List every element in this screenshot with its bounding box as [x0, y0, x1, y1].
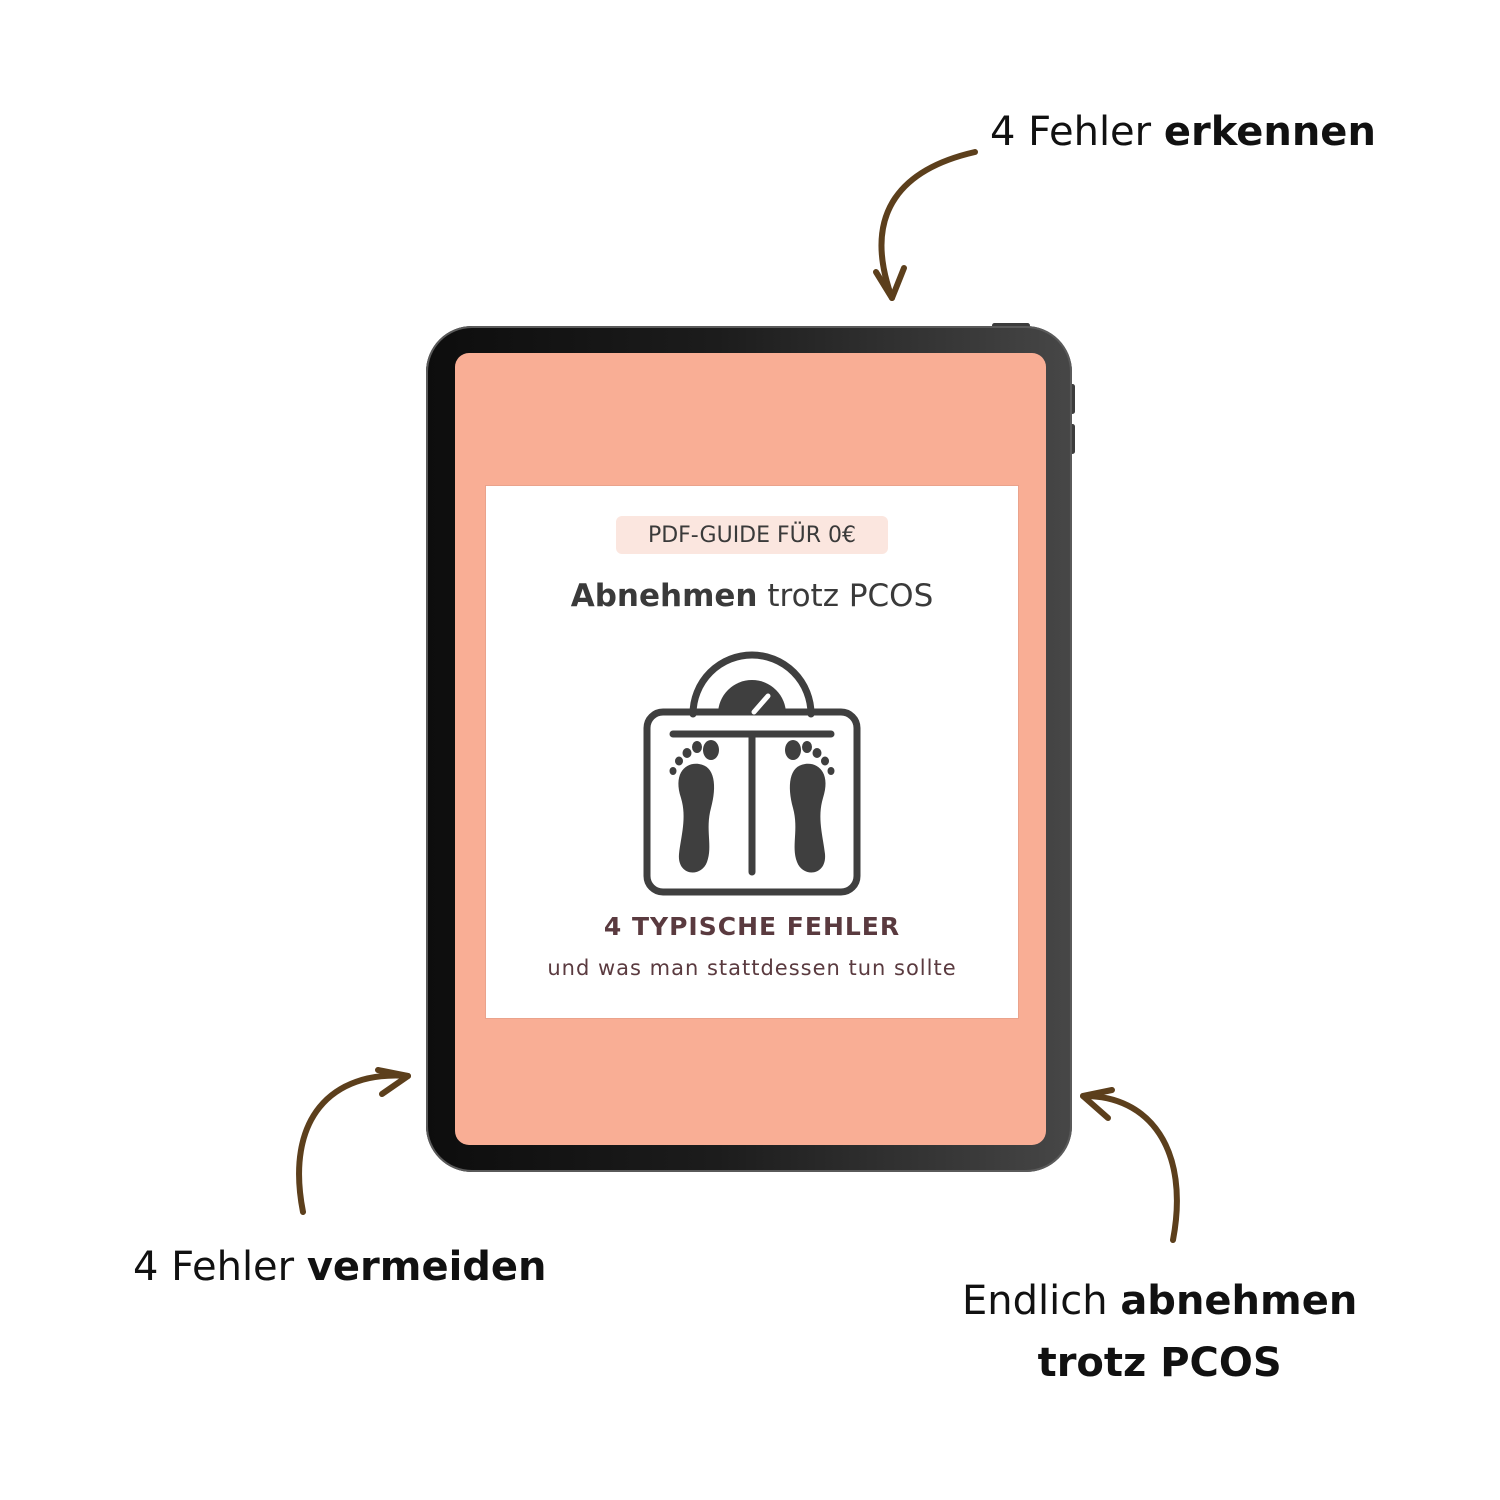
callout-top-bold: erkennen	[1163, 109, 1376, 155]
arrow-left-icon	[296, 1072, 411, 1215]
arrow-right-head-icon	[1080, 1087, 1115, 1121]
cover-title-regular: trotz PCOS	[767, 578, 934, 614]
tablet-power-button	[992, 323, 1030, 328]
guide-cover: PDF-GUIDE FÜR 0€ Abnehmen trotz PCOS	[486, 486, 1018, 1018]
arrow-top-head-icon	[873, 265, 907, 301]
cover-subline: und was man stattdessen tun sollte	[547, 956, 957, 980]
callout-right-bold-line2: trotz PCOS	[1037, 1340, 1282, 1386]
callout-left-regular: 4 Fehler	[133, 1244, 295, 1290]
cover-title: Abnehmen trotz PCOS	[486, 578, 1018, 614]
tablet-volume-up-button	[1070, 384, 1075, 414]
callout-top: 4 Fehler erkennen	[990, 108, 1376, 156]
callout-top-regular: 4 Fehler	[990, 109, 1152, 155]
callout-right-bold: abnehmen	[1120, 1278, 1358, 1324]
callout-right: Endlich abnehmen trotz PCOS	[962, 1270, 1357, 1394]
scale-with-footprints-icon	[643, 651, 861, 896]
callout-right-regular: Endlich	[962, 1278, 1108, 1324]
cover-headline: 4 TYPISCHE FEHLER	[603, 912, 901, 941]
callout-left: 4 Fehler vermeiden	[133, 1243, 547, 1291]
cover-title-bold: Abnehmen	[570, 578, 758, 614]
arrow-right-icon	[1080, 1092, 1180, 1243]
tablet-volume-down-button	[1070, 424, 1075, 454]
callout-left-bold: vermeiden	[306, 1244, 547, 1290]
arrow-top-icon	[878, 149, 978, 301]
price-badge: PDF-GUIDE FÜR 0€	[616, 516, 888, 554]
arrow-left-head-icon	[375, 1067, 411, 1097]
